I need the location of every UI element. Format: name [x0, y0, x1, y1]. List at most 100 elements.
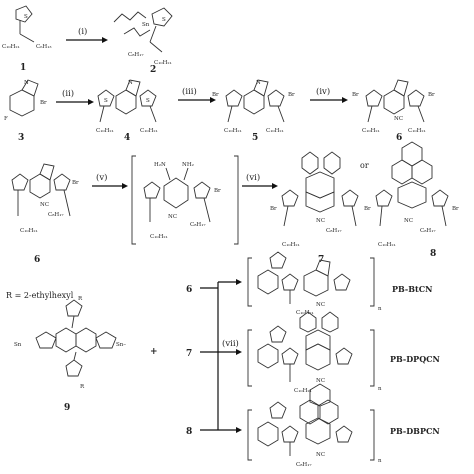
compound-label-2: 2 — [150, 65, 156, 75]
compound-9: R R Sn Sn– 9 — [14, 296, 126, 413]
atom-br: Br — [352, 92, 359, 98]
step-ii-label: (ii) — [62, 88, 74, 99]
chain-c10: C₁₀H₂₁ — [362, 128, 380, 134]
atom-nc: NC — [404, 218, 413, 224]
step-i-label: (i) — [78, 26, 87, 37]
atom-s: S — [104, 98, 108, 104]
polymer-pb-dpqcn: NC C₁₀H₂₁ n PB-DPQCN — [247, 311, 440, 394]
arrow-step-vi: (vi) — [242, 172, 278, 189]
plus-sign: + — [150, 347, 158, 357]
chain-c10: C₁₀H₂₁ — [378, 242, 396, 248]
step-vi-label: (vi) — [246, 172, 260, 183]
compound-6: Br Br NC C₁₀H₂₁ C₁₀H₂₁ 6 — [352, 79, 435, 143]
arrow-step-i: (i) — [66, 26, 108, 43]
monomer-8-label: 8 — [186, 427, 192, 437]
arrow-step-iv: (iv) — [310, 86, 348, 103]
atom-nh2: NH₂ — [182, 162, 194, 168]
atom-nc: NC — [168, 214, 177, 220]
monomer-6-label: 6 — [186, 285, 192, 295]
chain-c8: C₈H₁₇ — [326, 228, 342, 234]
compound-6-row3: Br NC C₈H₁₇ C₁₀H₂₁ 6 — [11, 163, 79, 265]
atom-br: Br — [428, 92, 435, 98]
or-label: or — [360, 161, 369, 170]
atom-n: N — [128, 80, 133, 86]
chain-c10: C₁₀H₂₁ — [150, 234, 168, 240]
polymer-name-pb-dbpcn: PB-DBPCN — [390, 426, 440, 436]
atom-br: Br — [364, 206, 371, 212]
compound-label-3: 3 — [18, 133, 24, 143]
compound-7: Br NC C₈H₁₇ C₁₀H₂₁ 7 — [270, 151, 359, 265]
arrow-step-vii: (vii) — [200, 279, 242, 433]
compound-label-9: 9 — [64, 403, 70, 413]
atom-nc: NC — [316, 452, 325, 458]
compound-3: N Br F 3 — [4, 79, 47, 143]
monomer-7-label: 7 — [186, 349, 192, 359]
atom-h2n: H₂N — [154, 162, 166, 168]
atom-nc: NC — [316, 218, 325, 224]
compound-label-6: 6 — [396, 133, 402, 143]
arrow-step-iii: (iii) — [178, 86, 216, 103]
chain-c8: C₈H₁₇ — [190, 222, 206, 228]
polymer-name-pb-btcn: PB-BtCN — [392, 284, 432, 294]
chain-c10: C₁₀H₂₁ — [224, 128, 242, 134]
step-vii-label: (vii) — [222, 338, 239, 349]
compound-label-1: 1 — [20, 63, 26, 73]
chain-c10: C₁₀H₂₁ — [154, 60, 172, 66]
polymer-pb-btcn: NC C₁₀H₂₁ n PB-BtCN — [247, 251, 432, 316]
step-iv-label: (iv) — [316, 86, 330, 97]
chain-c10: C₁₀H₂₁ — [282, 242, 300, 248]
atom-f: F — [4, 116, 8, 122]
atom-br: Br — [452, 206, 459, 212]
arrow-step-v: (v) — [92, 172, 128, 189]
atom-s: S — [146, 98, 150, 104]
compound-1: S C₁₀H₂₁ C₆H₁₃ 1 — [2, 5, 52, 73]
chain-c10: C₁₀H₂₁ — [296, 310, 314, 316]
atom-nc: NC — [316, 378, 325, 384]
atom-r: R — [78, 296, 83, 302]
repeat-n: n — [378, 458, 382, 464]
atom-br: Br — [40, 100, 47, 106]
chain-c10: C₁₀H₂₁ — [20, 228, 38, 234]
compound-label-8: 8 — [430, 249, 436, 259]
chain-c8: C₈H₁₇ — [296, 462, 312, 468]
chain-c8: C₈H₁₇ — [420, 228, 436, 234]
step-v-label: (v) — [96, 172, 107, 183]
polymer-pb-dbpcn: NC C₈H₁₇ n PB-DBPCN — [247, 383, 440, 468]
chain-c10: C₁₀H₂₁ — [2, 44, 20, 50]
r-definition: R = 2-ethylhexyl — [6, 291, 74, 300]
compound-label-5: 5 — [252, 133, 258, 143]
chain-c6: C₆H₁₃ — [36, 44, 52, 50]
repeat-n: n — [378, 306, 382, 312]
arrow-step-ii: (ii) — [56, 88, 94, 105]
chain-c8: C₈H₁₇ — [128, 52, 144, 58]
chain-c10: C₁₀H₂₁ — [140, 128, 158, 134]
compound-4: N S S C₁₀H₂₁ C₁₀H₂₁ 4 — [96, 79, 158, 143]
chain-c10: C₁₀H₂₁ — [294, 388, 312, 394]
atom-nc: NC — [394, 116, 403, 122]
atom-br: Br — [288, 92, 295, 98]
compound-label-6-row3: 6 — [34, 255, 40, 265]
atom-br: Br — [270, 206, 277, 212]
compound-5: Br Br N C₁₀H₂₁ C₁₀H₂₁ 5 — [212, 79, 295, 143]
atom-sn: Sn — [142, 22, 150, 28]
atom-r: R — [80, 384, 85, 390]
atom-snm: Sn– — [116, 342, 126, 348]
atom-s: S — [24, 14, 28, 20]
atom-br: Br — [212, 92, 219, 98]
atom-br: Br — [72, 180, 79, 186]
chain-c8: C₈H₁₇ — [48, 212, 64, 218]
compound-8: Br Br NC C₈H₁₇ C₁₀H₂₁ 8 — [364, 141, 459, 259]
chain-c10: C₁₀H₂₁ — [96, 128, 114, 134]
diamine-intermediate: H₂N NH₂ Br NC C₈H₁₇ C₁₀H₂₁ — [131, 155, 239, 245]
atom-n: N — [256, 80, 261, 86]
compound-2: Sn S C₈H₁₇ C₁₀H₂₁ 2 — [113, 7, 173, 75]
compound-label-4: 4 — [124, 133, 130, 143]
chain-c10: C₁₀H₂₁ — [408, 128, 426, 134]
step-iii-label: (iii) — [182, 86, 197, 97]
atom-sn: Sn — [14, 342, 22, 348]
atom-nc: NC — [40, 202, 49, 208]
repeat-n: n — [378, 386, 382, 392]
chain-c10: C₁₀H₂₁ — [266, 128, 284, 134]
polymer-name-pb-dpqcn: PB-DPQCN — [390, 354, 440, 364]
